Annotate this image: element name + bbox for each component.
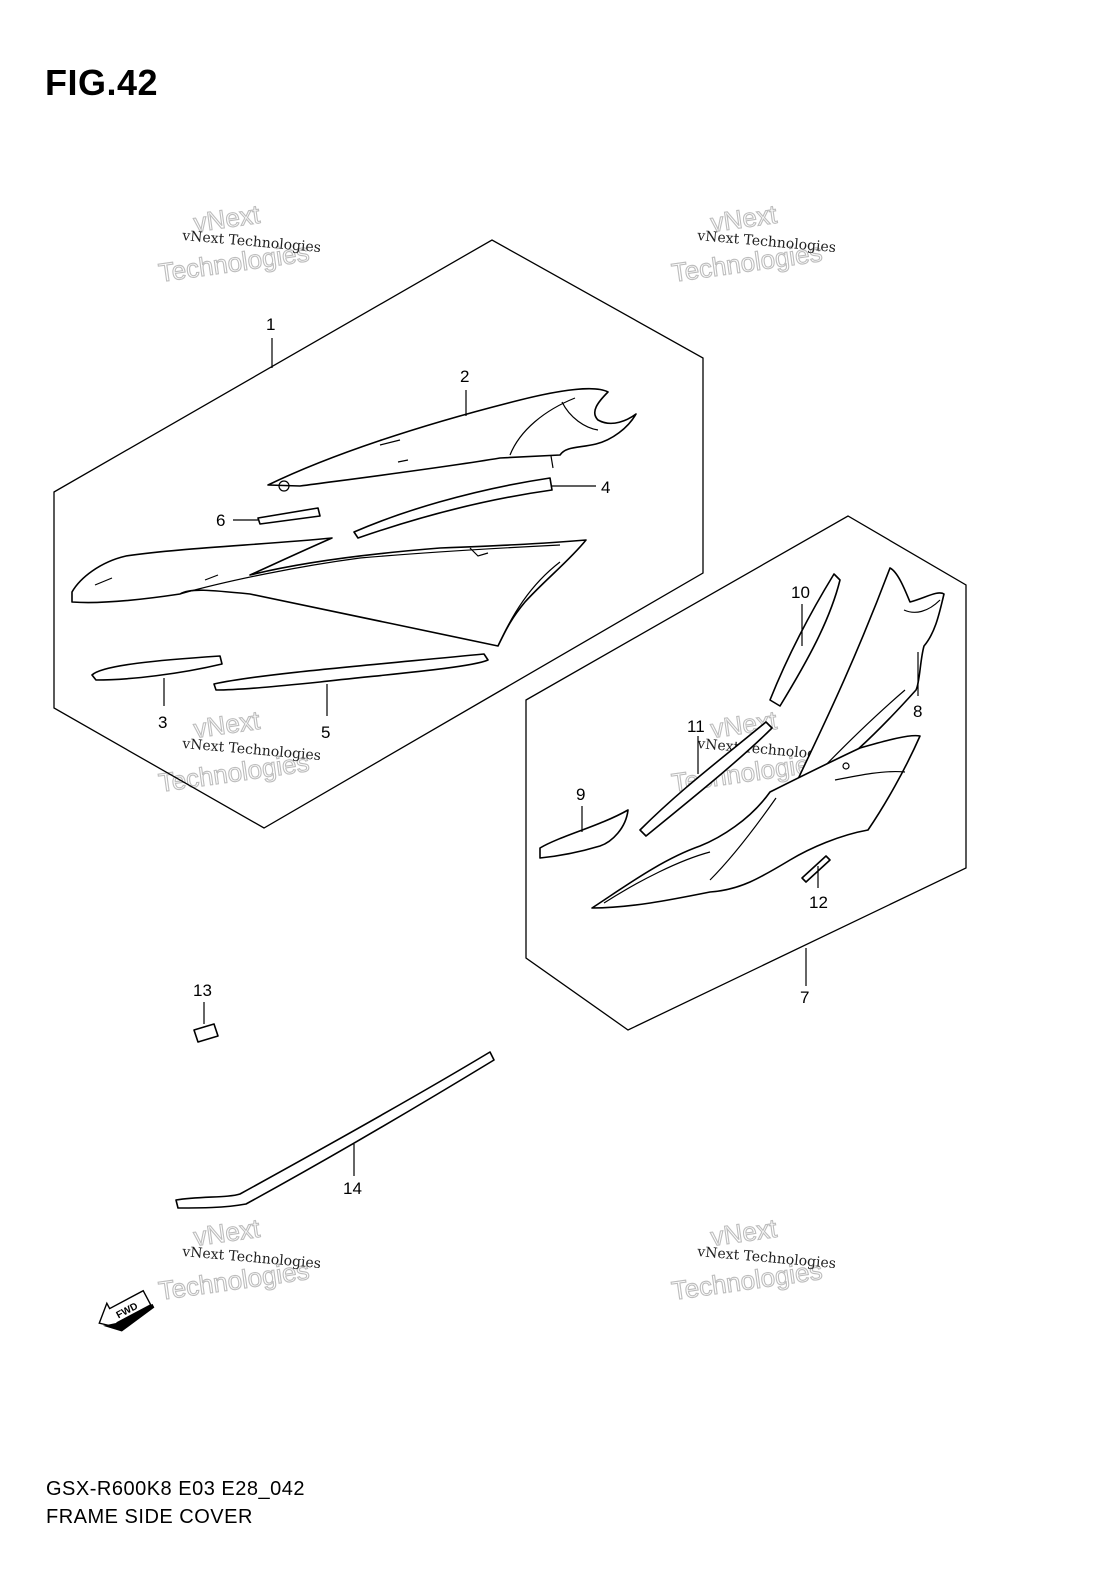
part-5-strip: [213, 653, 489, 691]
callout-7: 7: [800, 988, 809, 1007]
part-13-clip: [193, 1023, 219, 1043]
callout-9: 9: [576, 785, 585, 804]
callout-14: 14: [343, 1179, 362, 1198]
figure-title: FIG.42: [45, 62, 159, 103]
part-2-upper-cover: [267, 387, 637, 492]
watermark-bottom-left: vNext Technologies vNext Technologies: [156, 1212, 321, 1306]
callout-12: 12: [809, 893, 828, 912]
watermark-bottom-right: vNext Technologies vNext Technologies: [669, 1212, 836, 1306]
assembly-box-right: [525, 515, 967, 1031]
part-6-piece: [257, 507, 321, 525]
callout-13: 13: [193, 981, 212, 1000]
part-14-long-strip: [175, 1051, 495, 1209]
part-9-piece: [539, 809, 629, 859]
callout-6: 6: [216, 511, 225, 530]
part-main-side-cover-left: [71, 537, 587, 647]
callout-5: 5: [321, 723, 330, 742]
callout-4: 4: [601, 478, 610, 497]
callout-3: 3: [158, 713, 167, 732]
part-12-piece: [801, 855, 831, 883]
callout-1: 1: [266, 315, 275, 334]
callout-10: 10: [791, 583, 810, 602]
part-10-strip: [769, 573, 841, 707]
watermark-mid-left: vNext Technologies vNext Technologies: [156, 704, 321, 798]
callout-11: 11: [687, 717, 705, 736]
watermark-top-left: vNext Technologies vNext Technologies: [156, 198, 321, 288]
assembly-box-left: [53, 239, 704, 829]
fwd-arrow-icon: FWD: [98, 1289, 155, 1332]
part-8-cover: [781, 567, 945, 816]
watermark-top-right: vNext Technologies vNext Technologies: [669, 198, 836, 288]
callout-2: 2: [460, 367, 469, 386]
callout-8: 8: [913, 702, 922, 721]
part-7-lower-cover: [591, 734, 921, 909]
section-name: FRAME SIDE COVER: [46, 1506, 253, 1528]
part-11-strip: [639, 721, 773, 837]
leader-lines: [163, 338, 919, 1176]
part-4-strip: [353, 477, 553, 539]
model-code: GSX-R600K8 E03 E28_042: [46, 1478, 305, 1500]
part-3-strip: [91, 655, 223, 681]
